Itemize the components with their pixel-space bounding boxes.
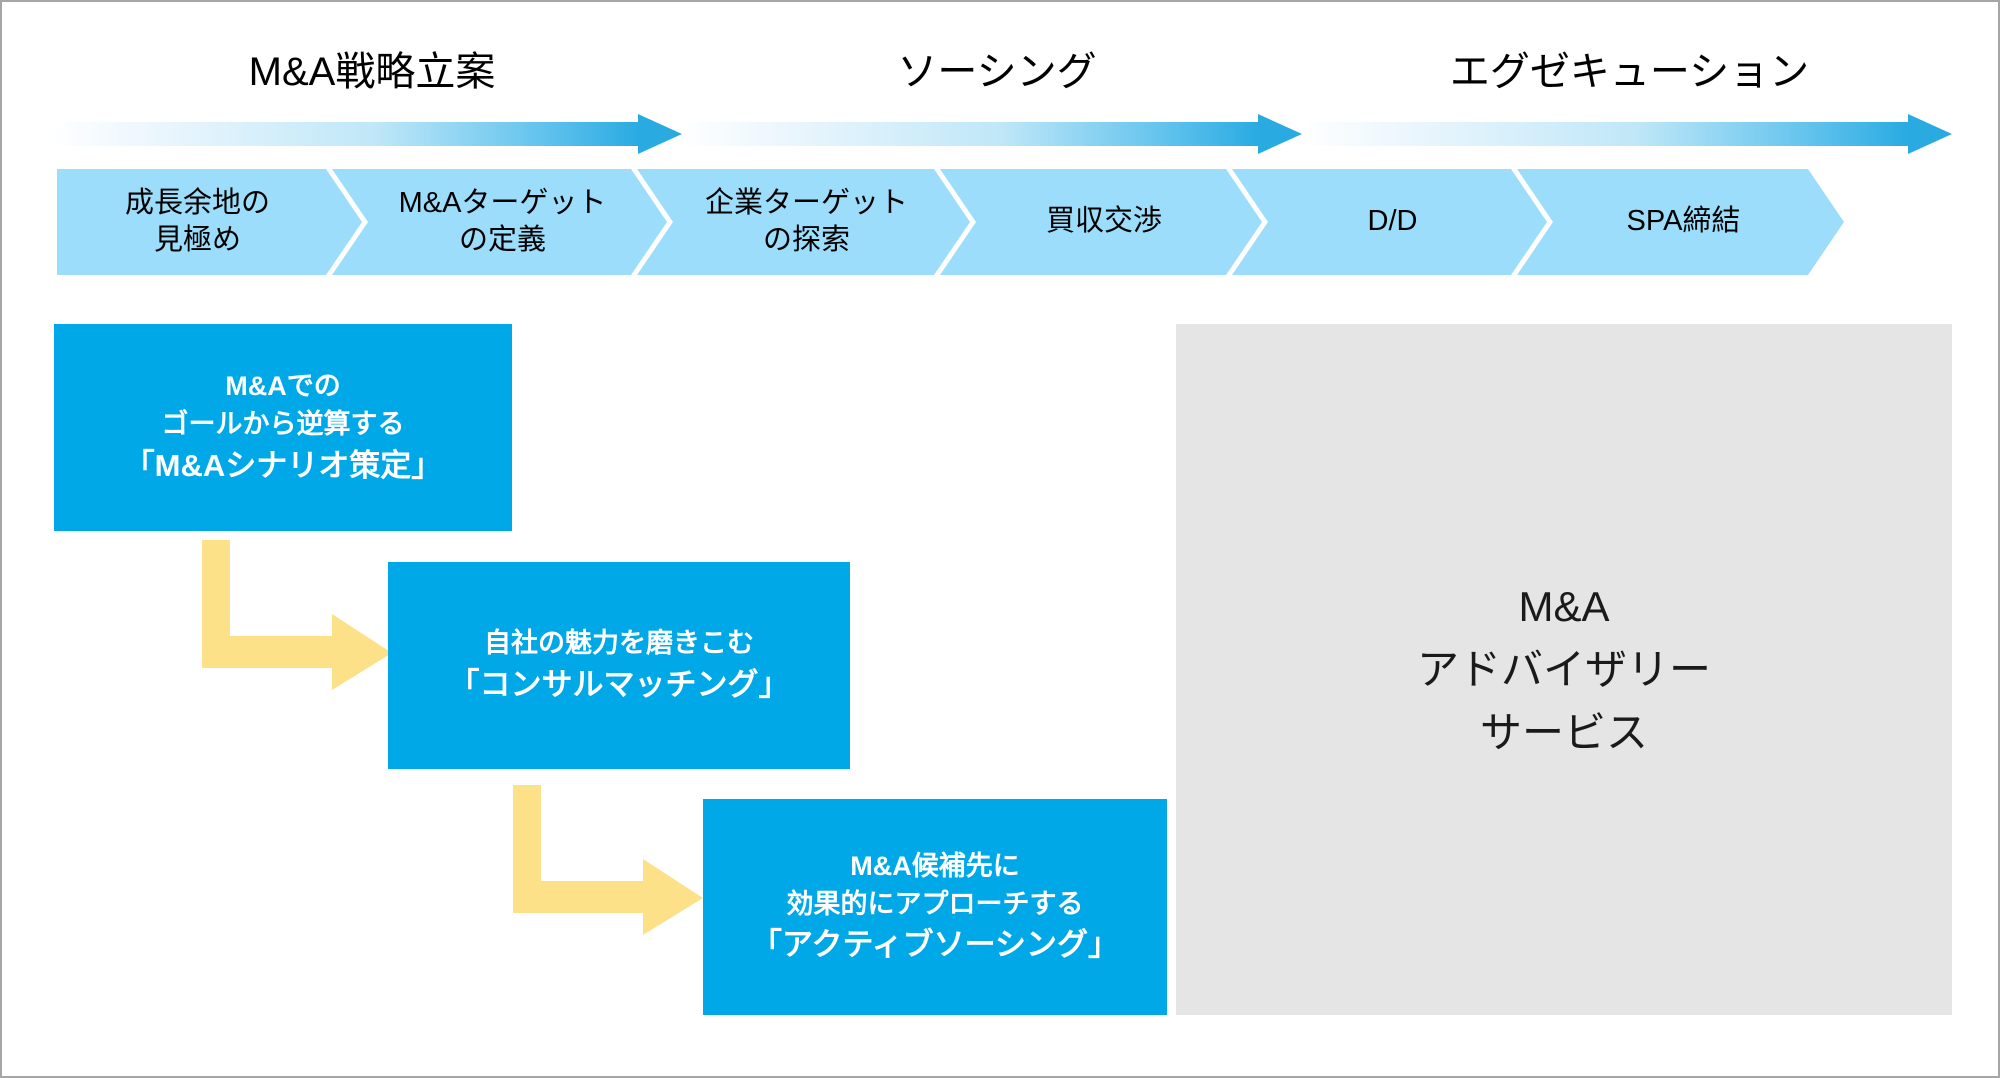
callout-active-sourcing[interactable]: M&A候補先に 効果的にアプローチする 「アクティブソーシング」 — [703, 799, 1167, 1015]
phase-arrow-shaft — [57, 122, 638, 146]
elbow-right-arrow-icon — [202, 540, 392, 690]
process-step-dd[interactable]: D/D — [1232, 169, 1547, 275]
phase-arrow-sourcing — [688, 114, 1302, 154]
process-step-target-definition[interactable]: M&Aターゲット の定義 — [332, 169, 667, 275]
phase-title-execution: エグゼキューション — [1449, 50, 1810, 94]
callout-line-emphasis: 「コンサルマッチング」 — [448, 666, 790, 702]
callout-line: M&A候補先に — [850, 850, 1020, 881]
phase-arrow-shaft — [1308, 122, 1908, 146]
elbow-arrow-1 — [202, 540, 392, 690]
process-step-line: の定義 — [458, 224, 546, 256]
callout-line-emphasis: 「M&Aシナリオ策定」 — [123, 447, 443, 483]
process-step-company-search[interactable]: 企業ターゲット の探索 — [637, 169, 970, 275]
process-step-line: 企業ターゲット — [704, 186, 908, 219]
phase-title-sourcing: ソーシング — [897, 50, 1097, 94]
callout-line: 自社の魅力を磨きこむ — [484, 628, 754, 659]
process-step-line: 買収交渉 — [1045, 205, 1162, 238]
phase-arrow-strategy — [57, 114, 682, 154]
process-step-growth-potential[interactable]: 成長余地の 見極め — [57, 169, 362, 275]
callout-line: M&Aでの — [225, 371, 341, 402]
elbow-arrow-2 — [513, 785, 703, 935]
process-step-spa[interactable]: SPA締結 — [1517, 169, 1844, 275]
process-step-strip: 成長余地の 見極め M&Aターゲット の定義 企業ターゲット の探索 買収交渉 … — [57, 169, 1844, 275]
process-step-line: SPA締結 — [1626, 205, 1741, 238]
callout-line: 効果的にアプローチする — [786, 888, 1084, 919]
process-step-line: 見極め — [153, 224, 241, 256]
phase-title-strategy: M&A戦略立案 — [248, 50, 496, 94]
service-panel-line: M&A — [1518, 583, 1610, 630]
callout-line-emphasis: 「アクティブソーシング」 — [751, 927, 1119, 963]
process-step-negotiation[interactable]: 買収交渉 — [940, 169, 1262, 275]
right-arrow-gradient-icon — [1258, 114, 1302, 154]
process-step-line: の探索 — [762, 224, 850, 256]
process-step-line: M&Aターゲット — [398, 186, 607, 219]
callout-consul-matching[interactable]: 自社の魅力を磨きこむ 「コンサルマッチング」 — [388, 562, 850, 769]
right-arrow-gradient-icon — [1908, 114, 1952, 154]
advisory-service-panel: M&A アドバイザリー サービス — [1176, 324, 1952, 1015]
phase-arrow-execution — [1308, 114, 1952, 154]
process-step-line: D/D — [1367, 205, 1418, 238]
callout-ma-scenario[interactable]: M&Aでの ゴールから逆算する 「M&Aシナリオ策定」 — [54, 324, 512, 531]
elbow-right-arrow-icon — [513, 785, 703, 935]
phase-arrow-shaft — [688, 122, 1258, 146]
service-panel-line: アドバイザリー — [1416, 646, 1711, 693]
right-arrow-gradient-icon — [638, 114, 682, 154]
callout-line: ゴールから逆算する — [161, 409, 405, 440]
process-step-line: 成長余地の — [124, 186, 270, 219]
service-panel-line: サービス — [1479, 709, 1648, 756]
